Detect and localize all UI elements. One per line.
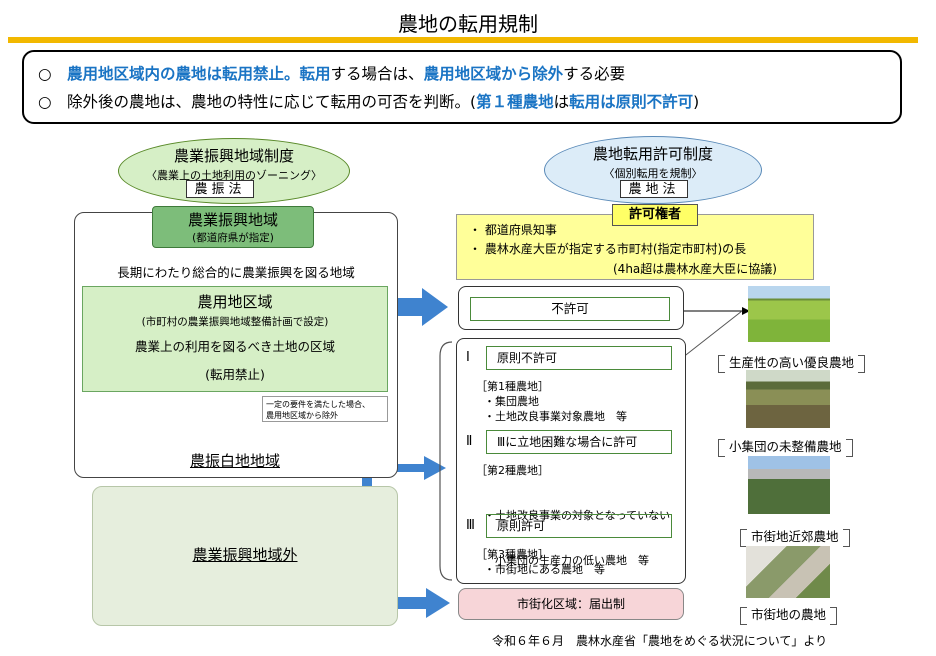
category-type: ［第2種農地］ bbox=[476, 464, 549, 477]
summary-segment: 農用地区域から除外 bbox=[423, 65, 564, 83]
category-items: ・市街地にある農地 等 bbox=[484, 562, 605, 577]
paddy-field-photo bbox=[748, 286, 830, 342]
summary-line-2: ○ 除外後の農地は、農地の特性に応じて転用の可否を判断。(第１種農地は転用は原則… bbox=[38, 90, 699, 112]
right-arrow-shigaika bbox=[378, 588, 450, 618]
category-items: ・集団農地 ・土地改良事業対象農地 等 bbox=[484, 394, 627, 424]
nogyo-area-desc: 長期にわたり総合的に農業振興を図る地域 bbox=[117, 265, 355, 280]
authority-item: ・ 農林水産大臣が指定する市町村(指定市町村)の長 bbox=[469, 242, 747, 256]
category-item: ・土地改良事業の対象となっていない bbox=[484, 509, 671, 522]
suburban-farmland-photo bbox=[748, 456, 830, 514]
category-item: ・市街地にある農地 等 bbox=[484, 563, 605, 576]
photo-caption-text: 生産性の高い優良農地 bbox=[729, 355, 855, 370]
summary-segment: する場合は、 bbox=[330, 65, 424, 83]
category-item: ・集団農地 bbox=[484, 395, 539, 408]
summary-segment: する必要 bbox=[563, 65, 626, 83]
exclusion-note-line: 一定の要件を満たした場合、 bbox=[266, 400, 370, 409]
category-item: 小集団の生産力の低い農地 等 bbox=[484, 554, 649, 567]
summary-segment: ) bbox=[693, 93, 700, 111]
leader-line-2 bbox=[681, 310, 743, 359]
urban-farmland-photo bbox=[746, 546, 830, 598]
title-underline bbox=[8, 37, 918, 43]
right-header-sub: 〈個別転用を規制〉 bbox=[603, 167, 703, 180]
outside-area-box bbox=[92, 486, 398, 626]
outside-area-label: 農業振興地域外 bbox=[192, 546, 298, 564]
category-num: Ⅰ bbox=[466, 350, 470, 365]
summary-segment: 農用地区域内の農地は転用禁止。転用 bbox=[67, 65, 331, 83]
category-num: Ⅱ bbox=[466, 434, 473, 449]
category-type: ［第3種農地］ bbox=[476, 548, 549, 561]
shigaika-box: 市街化区域：届出制 bbox=[458, 588, 684, 620]
noyochi-box: 農用地区域 (市町村の農業振興地域整備計画で設定) 農業上の利用を図るべき土地の… bbox=[82, 286, 388, 392]
authority-box: ・ 都道府県知事 ・ 農林水産大臣が指定する市町村(指定市町村)の長 (4ha超… bbox=[456, 214, 814, 280]
category-num: Ⅲ bbox=[466, 518, 475, 533]
photo-caption-text: 市街地の農地 bbox=[751, 607, 827, 622]
summary-segment: ○ 除外後の農地は、農地の特性に応じて転用の可否を判断。( bbox=[38, 93, 477, 111]
summary-segment: 転用は原則不許可 bbox=[569, 93, 694, 111]
right-arrow-fukyoka bbox=[388, 288, 448, 326]
summary-box: ○ 農用地区域内の農地は転用禁止。転用する場合は、農用地区域から除外する必要 ○… bbox=[22, 50, 902, 124]
category-rule: 原則許可 bbox=[486, 514, 672, 538]
category-item: ・土地改良事業対象農地 等 bbox=[484, 410, 627, 423]
noshin-shirochi-label: 農振白地地域 bbox=[189, 452, 280, 470]
summary-line-1: ○ 農用地区域内の農地は転用禁止。転用する場合は、農用地区域から除外する必要 bbox=[38, 62, 625, 84]
category-box bbox=[456, 338, 686, 584]
source-note: 令和６年６月 農林水産省「農地をめぐる状況について」より bbox=[492, 634, 828, 648]
authority-note: (4ha超は農林水産大臣に協議) bbox=[613, 262, 777, 276]
photo-caption-text: 市街地近郊農地 bbox=[751, 529, 839, 544]
left-header-sub: 〈農業上の土地利用のゾーニング〉 bbox=[146, 169, 322, 182]
photo-caption-text: 小集団の未整備農地 bbox=[729, 439, 842, 454]
exclusion-note-line: 農用地区域から除外 bbox=[266, 411, 338, 420]
noyochi-sub: (市町村の農業振興地域整備計画で設定) bbox=[141, 316, 329, 328]
authority-item: ・ 都道府県知事 bbox=[469, 223, 557, 237]
leader-arrowhead bbox=[742, 307, 750, 315]
category-rule: 原則不許可 bbox=[486, 346, 672, 370]
nogyo-area-title: 農業振興地域 bbox=[187, 211, 278, 229]
noyochi-ban: (転用禁止) bbox=[205, 367, 265, 382]
nogyo-area-sub: (都道府県が指定) bbox=[192, 232, 274, 244]
photo-caption: 市街地の農地 bbox=[740, 604, 838, 625]
right-header-title: 農地転用許可制度 bbox=[592, 145, 713, 163]
photo-caption: 生産性の高い優良農地 bbox=[718, 352, 866, 373]
summary-segment: 第１種農地 bbox=[476, 93, 554, 111]
nogyo-area-header: 農業振興地域 (都道府県が指定) bbox=[152, 206, 314, 248]
fukyoka-label: 不許可 bbox=[470, 297, 670, 321]
left-header-title: 農業振興地域制度 bbox=[173, 147, 294, 165]
authority-label: 許可権者 bbox=[612, 204, 698, 226]
summary-segment: は bbox=[553, 93, 570, 111]
category-items: ・土地改良事業の対象となっていない 小集団の生産力の低い農地 等 bbox=[484, 478, 670, 583]
category-bracket bbox=[439, 341, 453, 581]
noyochi-desc: 農業上の利用を図るべき土地の区域 bbox=[134, 339, 335, 354]
summary-segment: ○ bbox=[38, 65, 68, 83]
small-farmland-photo bbox=[746, 370, 830, 428]
category-type: ［第1種農地］ bbox=[476, 380, 549, 393]
exclusion-note: 一定の要件を満たした場合、 農用地区域から除外 bbox=[262, 396, 388, 422]
noyochi-title: 農用地区域 bbox=[197, 293, 273, 311]
category-rule: Ⅲに立地困難な場合に許可 bbox=[486, 430, 672, 454]
noshin-law-label: 農振法 bbox=[186, 180, 254, 198]
page-title: 農地の転用規制 bbox=[398, 12, 538, 36]
photo-caption: 小集団の未整備農地 bbox=[718, 436, 853, 457]
photo-caption: 市街地近郊農地 bbox=[740, 526, 850, 547]
nochi-law-label: 農地法 bbox=[620, 180, 688, 198]
